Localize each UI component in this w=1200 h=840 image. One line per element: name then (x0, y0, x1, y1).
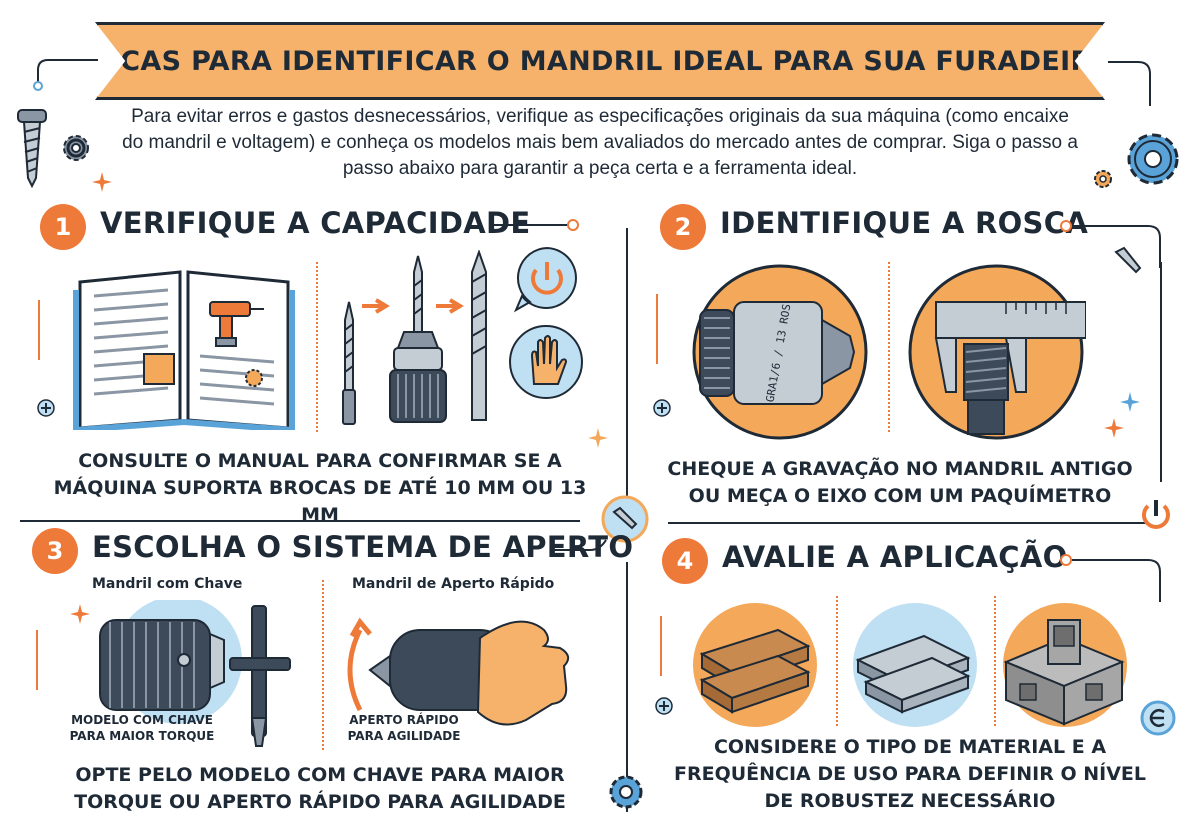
caption-line: TORQUE OU APERTO RÁPIDO PARA AGILIDADE (74, 791, 566, 813)
accent-line (656, 294, 658, 364)
dotted-separator (836, 596, 838, 726)
wood-material-icon (693, 603, 817, 727)
connector-line (1060, 220, 1161, 268)
quick-chuck-label: Mandril de Aperto Rápido (352, 576, 555, 592)
mini-caption-line: PARA AGILIDADE (347, 729, 461, 743)
power-icon (1142, 500, 1170, 529)
e-badge-icon (1140, 700, 1176, 736)
caption-line: DE ROBUSTEZ NECESSÁRIO (764, 790, 1056, 812)
step-1-title: VERIFIQUE A CAPACIDADE (100, 206, 531, 240)
screw-badge-icon (601, 495, 649, 543)
accent-line (36, 630, 38, 690)
quick-mini-caption: APERTO RÁPIDO PARA AGILIDADE (334, 712, 474, 744)
caption-line: CHEQUE A GRAVAÇÃO NO MANDRIL ANTIGO (667, 458, 1133, 480)
concrete-block-icon (1003, 603, 1127, 727)
step-4-badge: 4 (662, 538, 708, 584)
caption-line: MÁQUINA SUPORTA BROCAS DE ATÉ 10 MM OU 1… (53, 477, 587, 526)
plus-icon (653, 399, 671, 417)
drill-bit-icon (471, 250, 487, 421)
arrow-right-icon (436, 298, 464, 314)
accent-line (660, 616, 662, 676)
caption-line: OPTE PELO MODELO COM CHAVE PARA MAIOR (75, 764, 565, 786)
step-4-caption: CONSIDERE O TIPO DE MATERIAL E A FREQUÊN… (660, 734, 1160, 815)
manual-book-icon (73, 270, 295, 430)
step-3-caption: OPTE PELO MODELO COM CHAVE PARA MAIOR TO… (40, 762, 600, 816)
step-1-caption: CONSULTE O MANUAL PARA CONFIRMAR SE A MÁ… (40, 448, 600, 529)
step-1-badge: 1 (40, 204, 86, 250)
step-2-caption: CHEQUE A GRAVAÇÃO NO MANDRIL ANTIGO OU M… (650, 456, 1150, 510)
sparkle-icon (92, 172, 112, 192)
mini-caption-line: PARA MAIOR TORQUE (69, 729, 215, 743)
mini-caption-line: APERTO RÁPIDO (349, 713, 459, 727)
accent-line (38, 300, 40, 360)
dotted-separator (316, 262, 318, 432)
dotted-separator (322, 580, 324, 750)
section-divider (20, 520, 580, 522)
sparkle-icon (70, 604, 90, 624)
dotted-separator (994, 596, 996, 726)
sparkle-icon (1104, 418, 1124, 438)
sparkle-icon (1120, 392, 1140, 412)
gear-icon (1094, 170, 1112, 188)
connector-line (1108, 61, 1151, 106)
plus-icon (655, 697, 673, 715)
dotted-separator (888, 262, 890, 432)
caliper-icon (908, 264, 1086, 440)
caption-line: CONSULTE O MANUAL PARA CONFIRMAR SE A (78, 450, 562, 472)
power-icon (513, 246, 577, 313)
keyed-chuck-label: Mandril com Chave (92, 576, 243, 592)
step-3-badge: 3 (32, 528, 78, 574)
stop-hand-icon (509, 325, 583, 399)
connector-line (550, 539, 607, 551)
connector-line (1060, 554, 1161, 602)
section-divider (668, 522, 1148, 524)
plus-icon (37, 399, 55, 417)
metal-material-icon (853, 603, 977, 727)
page-title: DICAS PARA IDENTIFICAR O MANDRIL IDEAL P… (87, 45, 1113, 77)
step-4-title: AVALIE A APLICAÇÃO (722, 540, 1068, 574)
gear-icon (63, 135, 89, 161)
drill-chuck-icon (389, 255, 447, 423)
title-banner: DICAS PARA IDENTIFICAR O MANDRIL IDEAL P… (95, 22, 1105, 100)
caption-line: CONSIDERE O TIPO DE MATERIAL E A (713, 736, 1107, 758)
right-edge-line (1160, 262, 1162, 482)
sparkle-icon (588, 428, 608, 448)
drill-bit-icon (342, 301, 356, 425)
connector-line (490, 219, 579, 231)
screw-icon (1114, 246, 1142, 274)
keyed-chuck-icon (99, 600, 291, 747)
center-divider (626, 228, 628, 506)
mini-caption-line: MODELO COM CHAVE (71, 713, 213, 727)
caption-line: OU MEÇA O EIXO COM UM PAQUÍMETRO (688, 485, 1112, 507)
step-2-title: IDENTIFIQUE A ROSCA (720, 206, 1089, 240)
gear-icon (1127, 133, 1179, 185)
arrow-right-icon (362, 298, 390, 314)
caption-line: FREQUÊNCIA DE USO PARA DEFINIR O NÍVEL (673, 763, 1146, 785)
step-2-badge: 2 (660, 204, 706, 250)
quick-chuck-icon (347, 617, 570, 726)
intro-paragraph: Para evitar erros e gastos desnecessário… (122, 106, 1078, 179)
gear-icon (609, 775, 643, 809)
step-3-title: ESCOLHA O SISTEMA DE APERTO (92, 530, 634, 564)
center-divider (626, 562, 628, 812)
screw-icon (17, 109, 47, 188)
connector-line (33, 59, 98, 91)
keyed-mini-caption: MODELO COM CHAVE PARA MAIOR TORQUE (62, 712, 222, 744)
old-chuck-icon: GRA1/6 / 13 ROS (692, 264, 868, 440)
